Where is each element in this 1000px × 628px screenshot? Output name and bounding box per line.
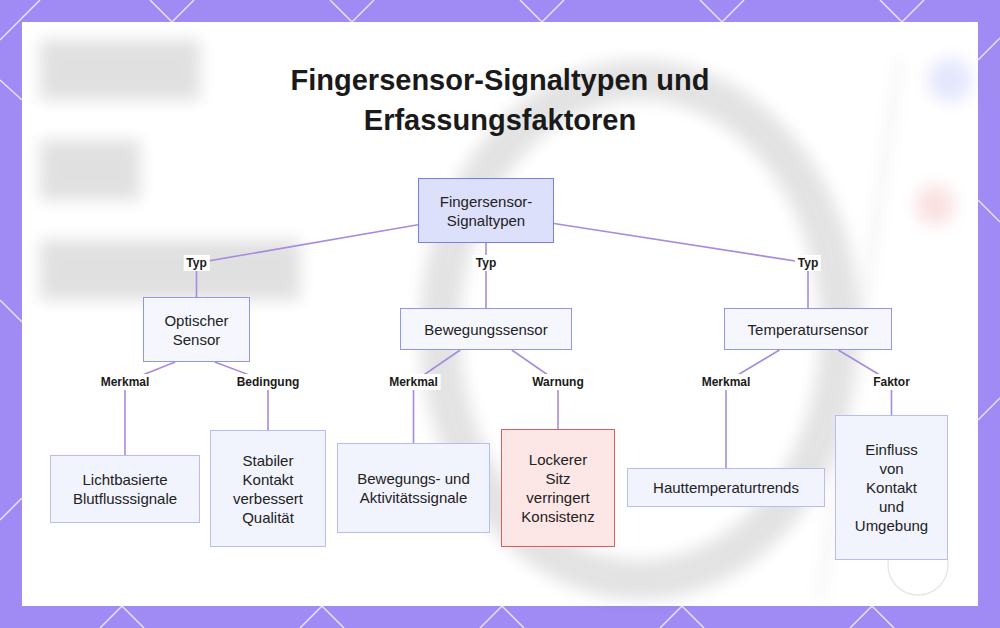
edge-label: Merkmal [699,374,754,390]
feature-box: Hauttemperaturtrends [627,468,825,507]
feature-box: Lichtbasierte Blutflusssignale [50,455,200,523]
node-text: Hauttemperaturtrends [653,478,799,497]
blurred-backdrop [40,40,972,600]
node-text: Bewegungs- und Aktivitätssignale [350,469,477,507]
node-text: Temperatursensor [748,320,869,339]
category-box: Temperatursensor [724,308,892,350]
connector-line [554,224,808,309]
condition-box: Stabiler Kontakt verbessert Qualität [210,430,326,547]
edge-label: Warnung [529,374,587,390]
connector-line [726,350,779,468]
node-text: Bewegungssensor [424,320,547,339]
category-box: Optischer Sensor [143,297,250,362]
connector-line [215,362,268,430]
edge-label: Typ [473,255,499,271]
warning-box: Lockerer Sitz verringert Konsistenz [501,429,615,547]
root-box: Fingersensor-Signaltypen [418,178,554,243]
edge-label: Typ [183,255,209,271]
edge-label: Merkmal [98,374,153,390]
feature-box: Bewegungs- und Aktivitätssignale [337,443,490,533]
node-text: Fingersensor-Signaltypen [427,192,545,230]
edge-label: Faktor [870,374,913,390]
factor-box: Einfluss von Kontakt und Umgebung [835,415,948,560]
node-text: Lichtbasierte Blutflusssignale [63,470,187,508]
connector-line [414,350,461,443]
node-text: Optischer Sensor [152,311,241,349]
card [22,22,978,606]
node-text: Lockerer Sitz verringert Konsistenz [516,450,600,526]
node-text: Stabiler Kontakt verbessert Qualität [223,451,313,527]
edge-label: Bedingung [234,374,303,390]
edge-label: Merkmal [386,374,441,390]
edge-label: Typ [795,255,821,271]
connector-line [485,243,487,308]
node-text: Einfluss von Kontakt und Umgebung [854,440,929,535]
connector-line [197,225,419,297]
category-box: Bewegungssensor [400,308,572,350]
diagram-title: Fingersensor-Signaltypen und Erfassungsf… [200,60,800,140]
